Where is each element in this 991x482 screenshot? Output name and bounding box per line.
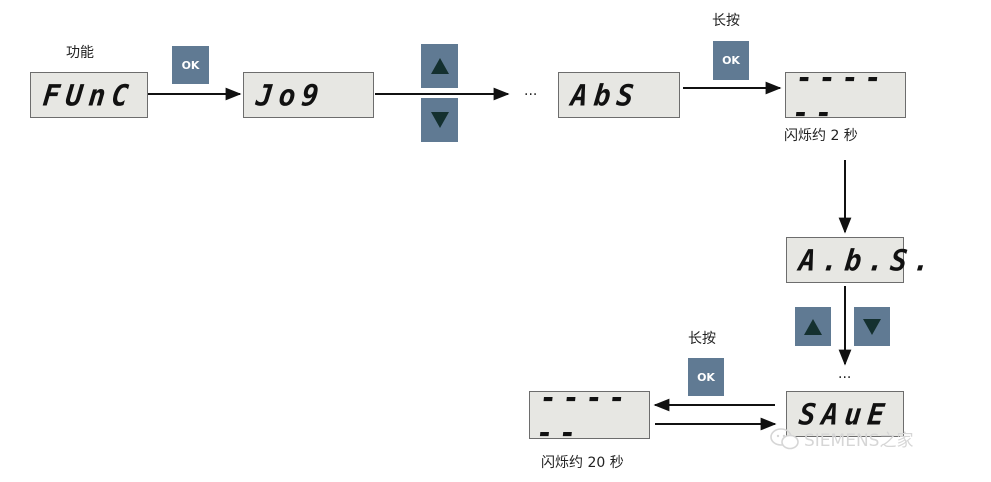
up-arrow-icon: [430, 58, 449, 74]
down-arrow-icon: [430, 112, 449, 128]
down-button-right[interactable]: [854, 307, 890, 346]
blink-20s-label: 闪烁约 20 秒: [541, 455, 624, 471]
display-dashes-top: ------: [785, 60, 906, 130]
long-press-label-top: 长按: [712, 13, 740, 29]
up-button-right[interactable]: [795, 307, 831, 346]
ok-button-3[interactable]: OK: [688, 358, 724, 396]
display-jog: Jo9: [243, 72, 374, 118]
ellipsis-top: ...: [524, 83, 538, 99]
watermark: SIEMENS之家: [770, 426, 913, 451]
down-button-top[interactable]: [421, 98, 458, 142]
up-button-top[interactable]: [421, 44, 458, 88]
long-press-label-bottom: 长按: [688, 331, 716, 347]
func-label: 功能: [66, 45, 94, 61]
display-save: SAuE: [786, 391, 904, 437]
display-abs-dotted: A.b.S.: [786, 237, 938, 283]
display-func: FUnC: [30, 72, 148, 118]
blink-2s-label: 闪烁约 2 秒: [784, 128, 858, 144]
ok-button-2[interactable]: OK: [713, 41, 749, 80]
down-arrow-icon: [863, 318, 881, 335]
display-dashes-bottom: ------: [529, 380, 650, 450]
up-arrow-icon: [804, 318, 822, 335]
display-abs: AbS: [558, 72, 680, 118]
wechat-icon: [770, 427, 799, 449]
ok-button-1[interactable]: OK: [172, 46, 209, 84]
watermark-text: SIEMENS之家: [804, 431, 914, 451]
ellipsis-right: ...: [838, 366, 852, 382]
